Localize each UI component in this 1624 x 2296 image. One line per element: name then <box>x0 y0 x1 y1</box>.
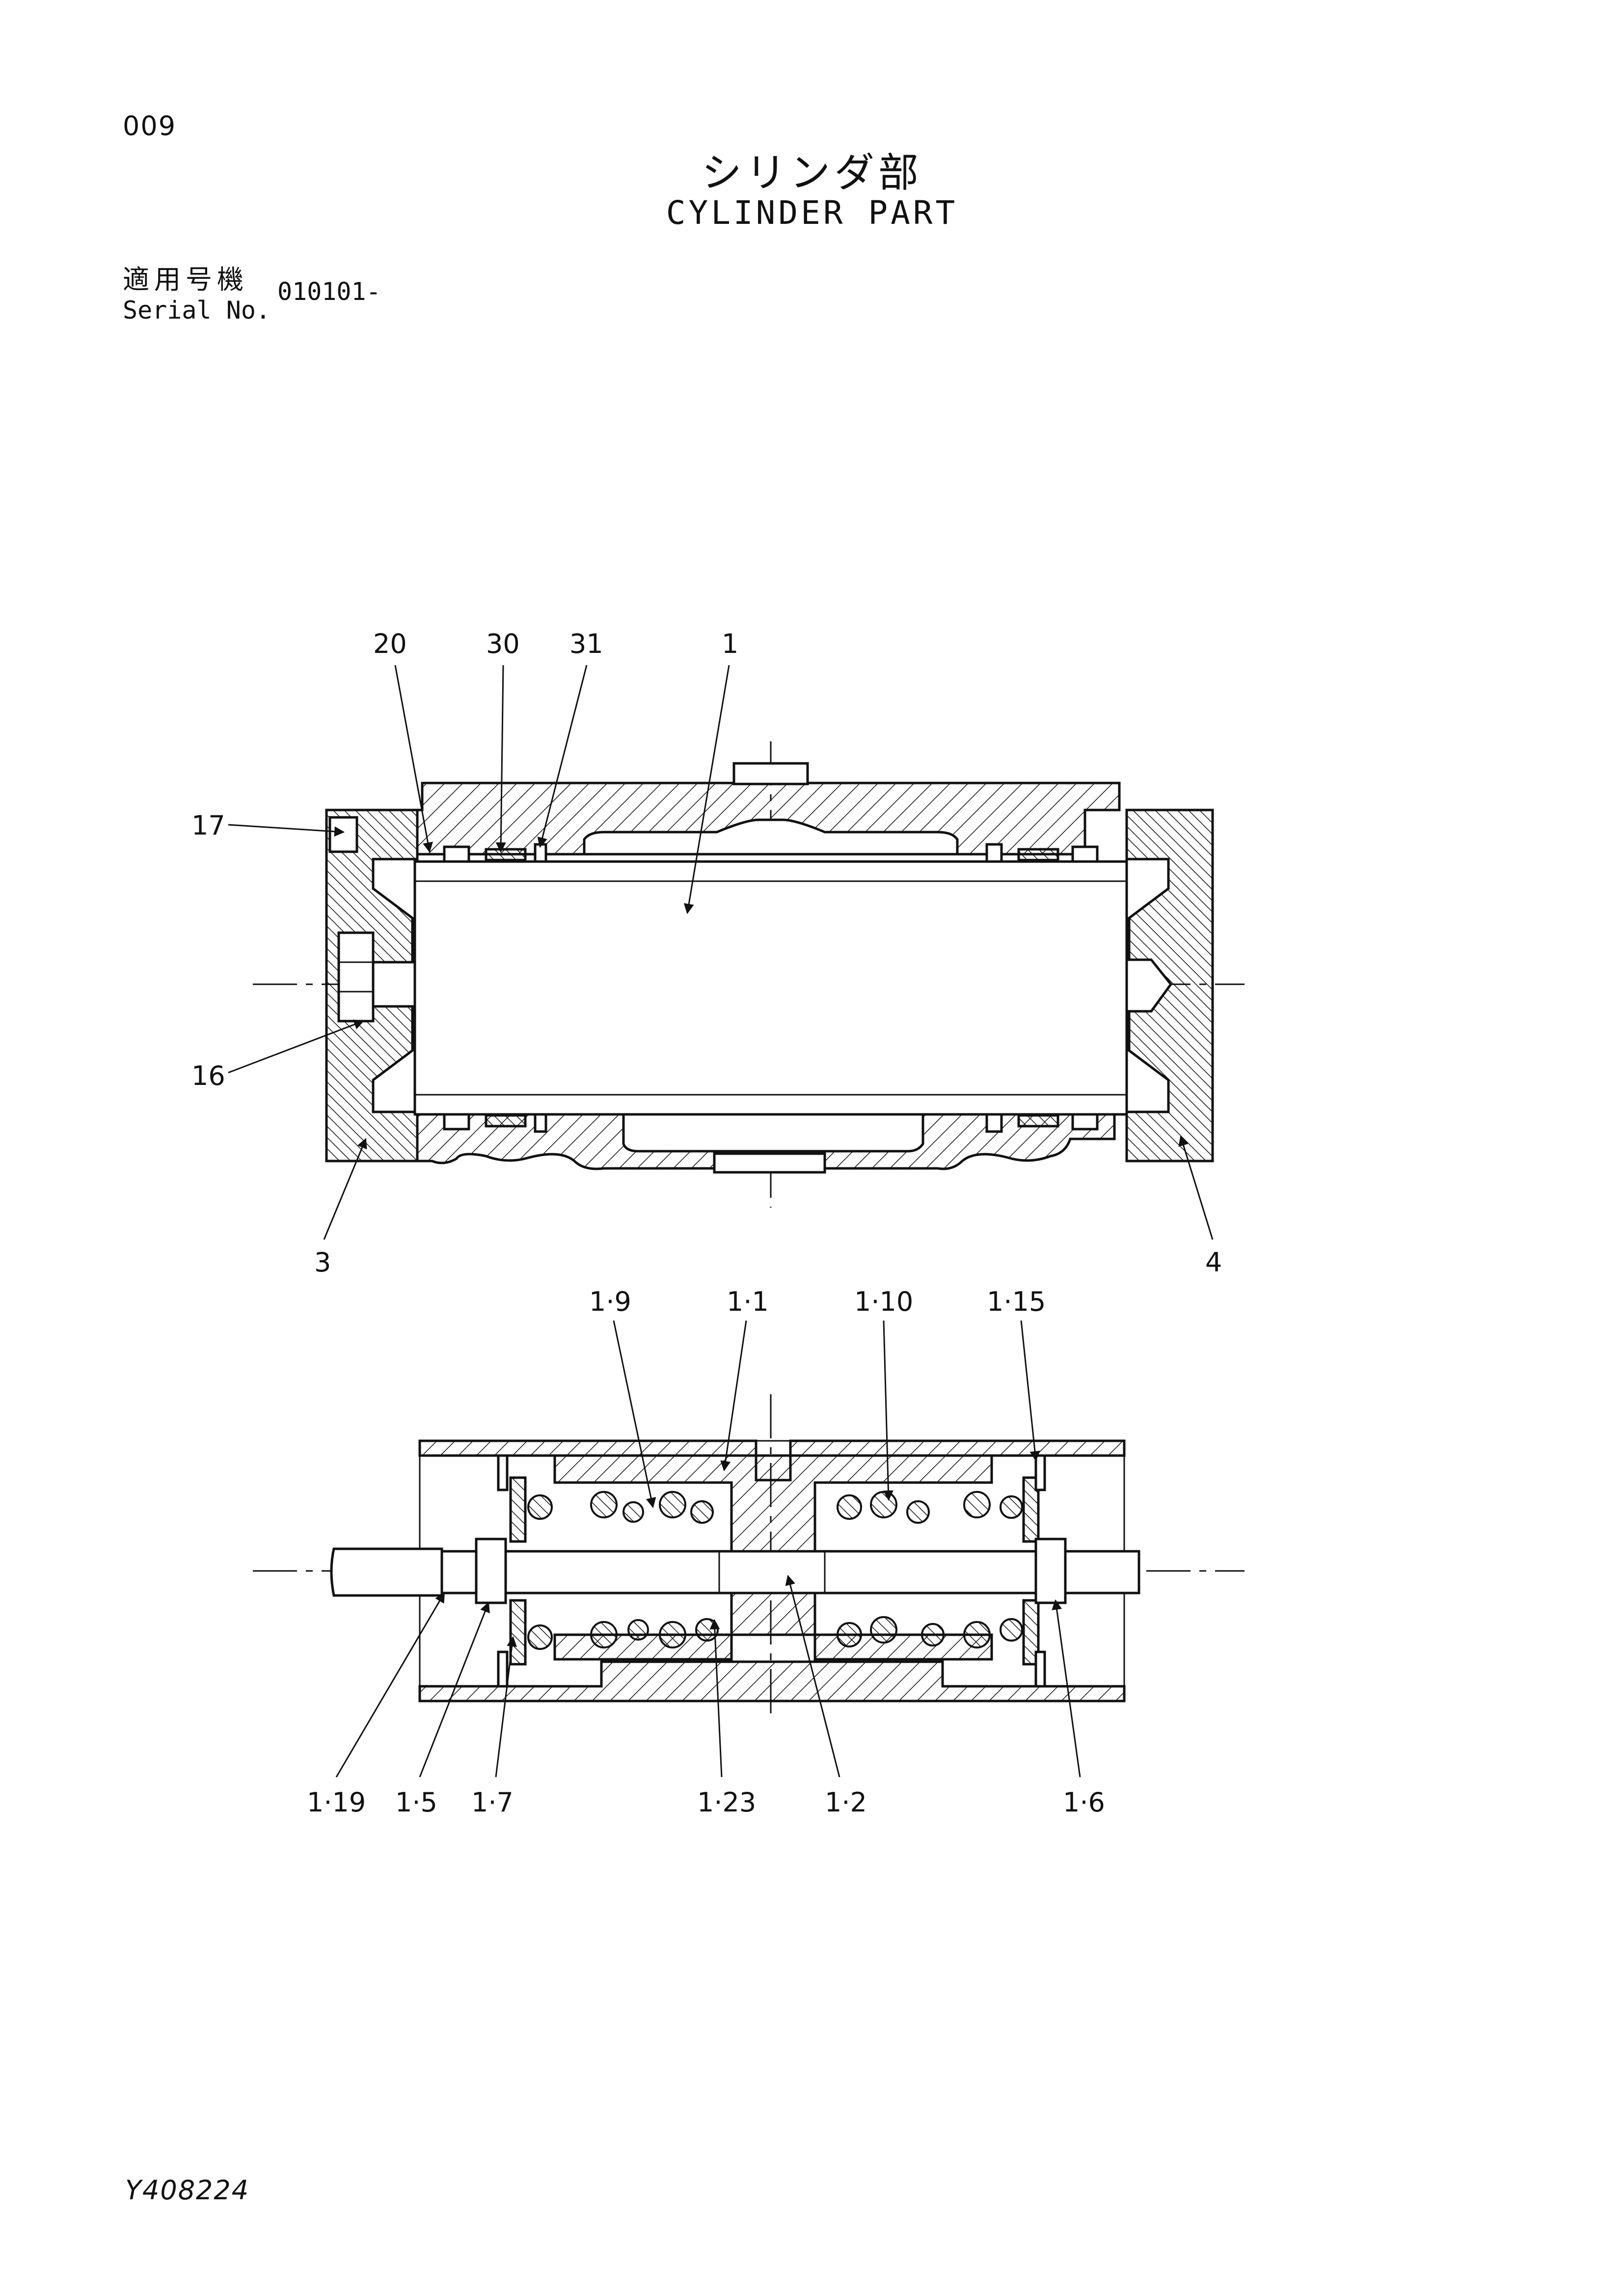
callout-1-19: 1·19 <box>307 1787 366 1818</box>
title-english: CYLINDER PART <box>666 194 958 232</box>
callout-1-6: 1·6 <box>1063 1787 1105 1818</box>
serial-label-japanese: 適用号機 <box>123 264 248 295</box>
upper-section-view <box>228 665 1245 1240</box>
callout-17: 17 <box>191 810 225 841</box>
callout-30: 30 <box>486 628 520 659</box>
title-japanese: シリンダ部 <box>701 150 922 196</box>
callout-1-2: 1·2 <box>825 1787 867 1818</box>
callout-1-15: 1·15 <box>987 1286 1046 1317</box>
serial-number-value: 010101- <box>277 277 381 306</box>
callout-4: 4 <box>1205 1247 1222 1278</box>
callout-31: 31 <box>569 628 603 659</box>
callout-1-1: 1·1 <box>727 1286 769 1317</box>
callout-1-23: 1·23 <box>697 1787 756 1818</box>
serial-label-english: Serial No. <box>123 296 271 324</box>
callout-1-5: 1·5 <box>395 1787 437 1818</box>
callout-1-9: 1·9 <box>589 1286 631 1317</box>
callout-1: 1 <box>722 628 738 659</box>
drawing-code: Y408224 <box>125 2175 250 2206</box>
callout-20: 20 <box>373 628 407 659</box>
callout-3: 3 <box>314 1247 331 1278</box>
callout-1-7: 1·7 <box>471 1787 514 1818</box>
lower-section-view <box>253 1320 1245 1778</box>
callout-1-10: 1·10 <box>854 1286 913 1317</box>
callout-16: 16 <box>191 1060 225 1091</box>
page-number: 009 <box>123 110 177 141</box>
